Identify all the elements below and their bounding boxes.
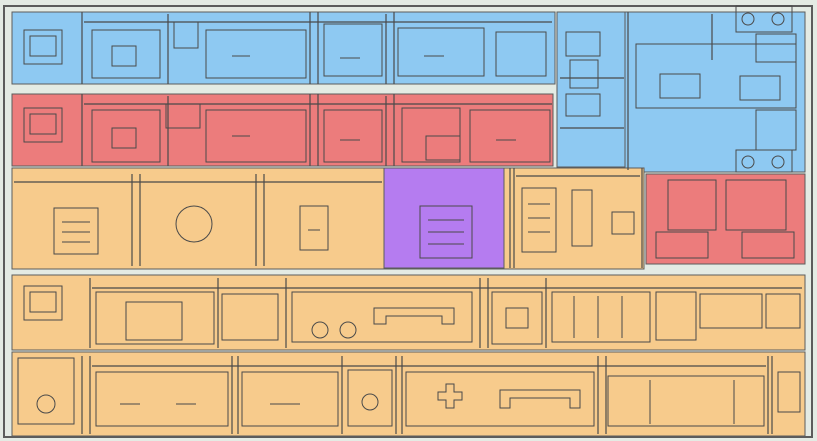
equipment-unit <box>607 375 765 427</box>
equipment-unit <box>299 205 329 251</box>
equipment-unit <box>221 293 279 341</box>
zone-blue-right-a <box>556 11 626 168</box>
equipment-unit <box>323 23 383 77</box>
zone-blue-right-b <box>624 11 806 173</box>
equipment-unit <box>569 59 599 89</box>
equipment <box>17 5 801 427</box>
zone-blue-top-left <box>11 11 556 85</box>
equipment-unit <box>571 189 593 247</box>
equipment-unit <box>53 207 99 255</box>
equipment-unit <box>23 29 63 65</box>
equipment-unit <box>735 149 793 173</box>
zone-red-row <box>11 93 554 167</box>
equipment-unit <box>521 187 557 253</box>
equipment-unit <box>655 231 709 259</box>
equipment-unit <box>667 179 717 231</box>
equipment-tank <box>175 205 213 243</box>
equipment-unit <box>741 231 795 259</box>
equipment-unit <box>611 211 635 235</box>
equipment-unit <box>347 369 393 427</box>
equipment-unit <box>241 371 339 427</box>
equipment-unit <box>323 109 383 163</box>
equipment-unit <box>419 205 473 259</box>
equipment-unit <box>725 179 787 231</box>
equipment-unit <box>397 27 485 77</box>
zone-orange-row-5 <box>11 351 806 437</box>
equipment-unit <box>777 371 801 413</box>
equipment-unit <box>95 371 229 427</box>
equipment-unit <box>91 29 161 79</box>
equipment-unit <box>205 29 307 79</box>
equipment-unit <box>17 357 75 425</box>
equipment-unit <box>205 109 307 163</box>
equipment-unit <box>95 291 215 345</box>
equipment-unit <box>291 291 473 343</box>
equipment-unit <box>765 293 801 329</box>
equipment-unit <box>405 371 595 427</box>
equipment-unit <box>469 109 551 163</box>
equipment-unit <box>91 109 161 163</box>
equipment-unit <box>755 33 797 63</box>
outer-wall <box>3 5 813 438</box>
equipment-unit <box>165 103 201 129</box>
partitions <box>14 12 802 434</box>
zone-purple <box>383 167 505 269</box>
equipment-unit <box>655 291 697 341</box>
equipment-unit <box>565 93 601 117</box>
equipment-unit <box>495 31 547 77</box>
equipment-unit <box>491 291 543 345</box>
zone-orange-row-4 <box>11 274 806 351</box>
equipment-unit <box>735 5 793 33</box>
equipment-unit <box>173 21 199 49</box>
equipment-unit <box>565 31 601 57</box>
equipment-unit <box>699 293 763 329</box>
equipment-unit <box>23 107 63 143</box>
equipment-unit <box>401 107 461 163</box>
equipment-unit <box>23 285 63 321</box>
equipment-unit <box>551 291 651 343</box>
equipment-unit <box>635 43 797 109</box>
